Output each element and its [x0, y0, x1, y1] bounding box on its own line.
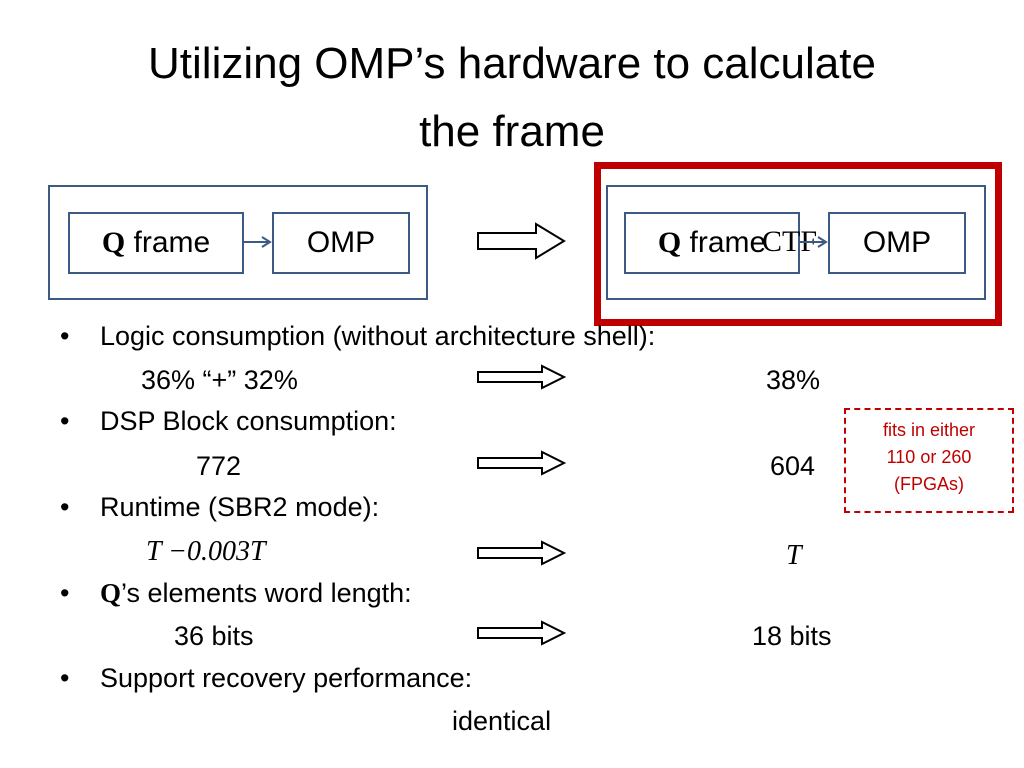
bullet-text: Logic consumption (without architecture …	[100, 321, 656, 351]
left-diagram-frame	[48, 185, 428, 300]
slide-title-line1: Utilizing OMP’s hardware to calculate	[148, 39, 876, 88]
bullet-dot: •	[60, 663, 70, 693]
runtime-after-value: T	[786, 540, 802, 571]
transform-arrow	[477, 222, 566, 260]
fpga-fit-note: fits in either 110 or 260 (FPGAs)	[844, 408, 1014, 513]
frame-label: frame	[125, 226, 211, 259]
comparison-arrow	[477, 620, 567, 646]
right-connector-arrow	[800, 236, 828, 248]
comparison-arrow	[477, 450, 567, 476]
omp-label: OMP	[306, 226, 376, 259]
runtime-before-value: T −0.003T	[146, 536, 266, 567]
support-recovery-value: identical	[452, 706, 552, 736]
bullet-dot: •	[60, 578, 70, 608]
note-line: 110 or 260	[886, 447, 972, 467]
bullet-text: Support recovery performance:	[100, 663, 473, 693]
bullet-text: ’s elements word length:	[121, 578, 412, 608]
slide-title-line2: the frame	[419, 107, 605, 156]
note-line: (FPGAs)	[894, 474, 964, 494]
q-symbol: Q	[101, 226, 126, 259]
bullet-dot: •	[60, 406, 70, 436]
left-omp-box: OMP	[272, 212, 410, 274]
bullet-text: Runtime (SBR2 mode):	[100, 492, 380, 522]
word-length-after-value: 18 bits	[752, 621, 832, 651]
dsp-before-value: 772	[196, 451, 242, 481]
omp-label: OMP	[862, 226, 932, 259]
note-line: fits in either	[882, 420, 976, 440]
left-q-frame-box: Q frame	[68, 212, 244, 274]
logic-after-value: 38%	[766, 365, 821, 395]
q-symbol: Q	[657, 226, 682, 259]
right-omp-box: OMP	[828, 212, 966, 274]
bullet-dot: •	[60, 492, 70, 522]
dsp-after-value: 604	[770, 451, 816, 481]
comparison-arrow	[477, 540, 567, 566]
word-length-before-value: 36 bits	[174, 621, 254, 651]
q-symbol: Q	[100, 578, 122, 608]
highlight-box	[594, 162, 1002, 326]
right-diagram-frame	[606, 185, 986, 300]
left-connector-arrow	[244, 236, 272, 248]
comparison-arrow	[477, 364, 567, 390]
bullet-text: DSP Block consumption:	[100, 406, 397, 436]
bullet-dot: •	[60, 321, 70, 351]
frame-label: frame	[681, 226, 767, 259]
right-q-frame-box: Q frame	[624, 212, 800, 274]
logic-before-value: 36% “+” 32%	[141, 365, 298, 395]
